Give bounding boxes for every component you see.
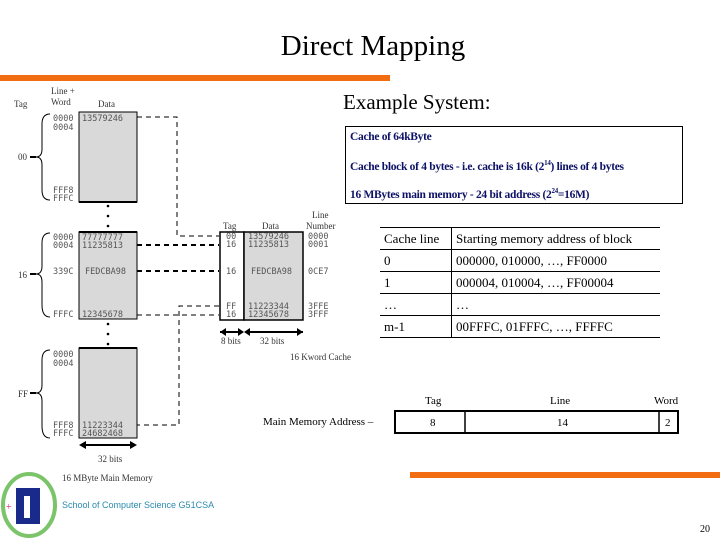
diagram-label: FEDCBA98 — [251, 267, 292, 277]
diagram-label: 12345678 — [82, 310, 123, 320]
mem-data-header: Data — [98, 99, 115, 109]
info-line-1: Cache of 64kByte — [350, 131, 432, 143]
mem-tag-header: Tag — [14, 99, 28, 109]
diagram-label: 16 — [226, 310, 236, 320]
title-underline — [0, 75, 390, 81]
diagram-label: 24682468 — [82, 429, 123, 439]
diagram-label: 16 — [226, 240, 236, 250]
diagram-label: Tag — [425, 395, 442, 407]
diagram-label: 13579246 — [248, 232, 289, 242]
ellipsis-dots — [106, 204, 110, 346]
table-row: …… — [380, 293, 660, 316]
diagram-label: 0CE7 — [308, 267, 328, 277]
diagram-label: FFFC — [53, 310, 73, 320]
svg-text:+: + — [6, 502, 12, 513]
diagram-label: 12345678 — [248, 310, 289, 320]
diagram-label: 8 — [430, 417, 436, 429]
mapping-lines — [137, 116, 219, 426]
diagram-label: 8 bits — [221, 336, 241, 346]
diagram-label: Data — [262, 221, 279, 231]
diagram-label: 00 — [18, 152, 28, 162]
diagram-label: 11223344 — [82, 421, 123, 431]
example-heading: Example System: — [343, 90, 491, 114]
footer-bar — [410, 472, 720, 478]
info-line-2: Cache block of 4 bytes - i.e. cache is 1… — [350, 159, 624, 173]
university-logo: + — [1, 472, 57, 538]
diagram-label: 77777777 — [82, 233, 123, 243]
diagram-label: 32 bits — [98, 454, 123, 464]
diagram-label: 0000 — [53, 114, 73, 124]
diagram-label: 3FFE — [308, 302, 328, 312]
footer-text: School of Computer Science G51CSA — [62, 500, 215, 510]
memory-width-arrow: 32 bits 16 MByte Main Memory — [62, 441, 153, 483]
cache-caption: 16 Kword Cache — [290, 352, 351, 362]
diagram-label: Tag — [223, 221, 237, 231]
diagram-label: 0004 — [53, 241, 73, 251]
diagram-label: Line — [550, 395, 570, 407]
diagram-label: Line — [312, 210, 329, 220]
address-format: Tag Line Word 8 14 2 — [394, 395, 679, 434]
info-box: Cache of 64kByte Cache block of 4 bytes … — [345, 126, 683, 204]
diagram-label: 14 — [557, 417, 569, 429]
diagram-label: 0000 — [53, 350, 73, 360]
page-number: 20 — [700, 524, 710, 535]
diagram-label: 0000 — [53, 233, 73, 243]
diagram-label: 339C — [53, 267, 73, 277]
mem-lineword-header: Line + — [51, 86, 75, 96]
diagram-label: Word — [654, 395, 679, 407]
diagram-label: FEDCBA98 — [85, 267, 126, 277]
diagram-label: 11235813 — [82, 241, 123, 251]
info-line-3: 16 MBytes main memory - 24 bit address (… — [350, 187, 590, 201]
diagram-label: 0004 — [53, 359, 73, 369]
diagram-label: FFF8 — [53, 186, 73, 196]
diagram-label: FFF8 — [53, 421, 73, 431]
diagram-label: FF — [226, 302, 236, 312]
diagram-label: 32 bits — [260, 336, 285, 346]
diagram-label: 00 — [226, 232, 236, 242]
diagram-label: 16 — [226, 267, 236, 277]
slide-title: Direct Mapping — [280, 30, 466, 62]
memory-block-16: 77777777 11235813 FEDCBA98 12345678 0000… — [18, 231, 138, 320]
diagram-label: FFFC — [53, 194, 73, 204]
diagram-label: FFFC — [53, 429, 73, 439]
diagram-label: 16 — [18, 270, 28, 280]
diagram-label: 0001 — [308, 240, 328, 250]
diagram-label: 11235813 — [248, 240, 289, 250]
diagram-label: 0004 — [53, 123, 73, 133]
diagram-label: 11223344 — [248, 302, 289, 312]
diagram-label: 13579246 — [82, 114, 123, 124]
memory-caption: 16 MByte Main Memory — [62, 473, 153, 483]
memory-block-00: 13579246 0000 0004 FFF8 FFFC 00 — [18, 111, 138, 204]
address-label: Main Memory Address – — [263, 416, 374, 428]
diagram-label: 2 — [665, 417, 671, 429]
mem-lineword-header-2: Word — [51, 97, 71, 107]
cache-block: 00 16 13579246 11235813 0000 0001 16 FED… — [219, 231, 351, 362]
diagram-label: 3FFF — [308, 310, 328, 320]
diagram-label: FF — [18, 389, 28, 399]
diagram-label: 0000 — [308, 232, 328, 242]
memory-block-ff: 11223344 24682468 0000 0004 FFF8 FFFC FF — [18, 347, 138, 439]
diagram-label: Number — [306, 221, 336, 231]
